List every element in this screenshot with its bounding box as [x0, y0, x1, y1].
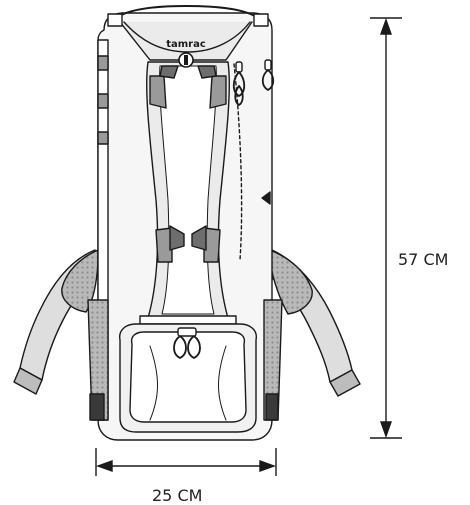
- left-side-mesh: [61, 249, 99, 313]
- height-dimension: [370, 17, 402, 439]
- height-label: 57 CM: [398, 250, 449, 269]
- width-dimension: [95, 448, 277, 476]
- side-trim-mark: [261, 191, 271, 205]
- zipper-pull-left: [232, 61, 246, 106]
- panel-accents: [149, 65, 227, 263]
- right-side-mesh: [269, 249, 313, 315]
- brand-logo-text: tamrac: [166, 39, 206, 50]
- side-zipper: [233, 63, 243, 261]
- brand-emblem: [178, 52, 194, 68]
- width-label: 25 CM: [152, 486, 203, 505]
- zipper-pull-right: [261, 59, 275, 91]
- bottom-zipper-pulls: [173, 327, 201, 359]
- bottom-front-pocket: [119, 315, 257, 433]
- top-frame: [107, 5, 269, 61]
